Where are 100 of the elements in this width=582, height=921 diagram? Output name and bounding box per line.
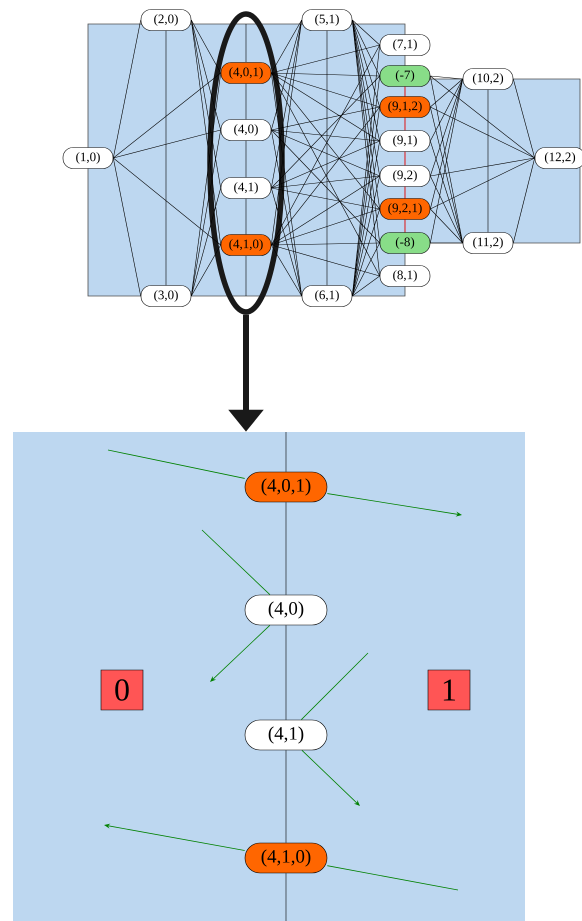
edge-line: [352, 208, 380, 296]
state-node: (12,2): [534, 147, 582, 169]
selection-ellipse: [207, 11, 285, 315]
state-node: (9,1,2): [380, 96, 430, 118]
edge-line: [271, 244, 380, 276]
edge-line: [513, 158, 535, 244]
state-node: (2,0): [140, 9, 192, 31]
edge-line: [271, 188, 302, 296]
edge-line: [191, 20, 221, 74]
edge-line: [271, 244, 302, 296]
edge-line: [513, 78, 535, 158]
edge-line: [404, 86, 406, 97]
arrow: [302, 750, 360, 806]
edge-line: [271, 20, 302, 74]
edge-line: [430, 176, 463, 244]
edge-line: [430, 242, 463, 244]
edge-line: [271, 106, 380, 246]
edge-line: [271, 76, 380, 188]
edge-line: [271, 20, 302, 188]
edge-line: [191, 20, 221, 130]
edge-line: [113, 158, 221, 246]
edge-line: [271, 20, 302, 246]
edge-line: [271, 72, 302, 296]
side-label-box: 0: [100, 670, 144, 710]
edge-line: [404, 117, 406, 131]
edge-line: [202, 530, 270, 596]
state-node: (9,2,1): [380, 198, 430, 220]
edge-line: [191, 188, 221, 296]
state-node: (7,1): [380, 34, 430, 56]
edge-line: [352, 20, 380, 176]
edge-line: [271, 44, 380, 74]
edge-line: [271, 130, 380, 244]
state-node: (-8): [380, 232, 430, 254]
edge-line: [271, 176, 380, 188]
edge-line: [271, 72, 380, 210]
edge-line: [352, 20, 380, 46]
edge-line: [430, 78, 463, 108]
state-node: (4,1): [244, 720, 328, 750]
state-node: (4,0): [244, 594, 328, 626]
state-node: (4,1,0): [244, 842, 328, 874]
state-node: (5,1): [302, 9, 352, 31]
state-node: (1,0): [62, 147, 114, 169]
edge-line: [326, 865, 458, 890]
edge-line: [430, 78, 463, 210]
edge-line: [271, 208, 380, 246]
state-node: (-7): [380, 65, 430, 87]
edge-line: [430, 78, 463, 142]
edge-line: [271, 72, 380, 142]
edge-line: [430, 78, 463, 176]
edge-line: [271, 44, 380, 246]
edge-line: [430, 106, 463, 244]
edge-line: [352, 242, 380, 296]
edge-line: [113, 20, 141, 158]
edge-line: [108, 450, 246, 479]
edge-line: [430, 158, 535, 210]
edge-line: [430, 158, 535, 176]
edge-line: [271, 72, 380, 276]
edge-line: [271, 140, 380, 188]
edge-line: [191, 130, 221, 296]
side-label-box: 1: [428, 670, 470, 710]
edge-line: [352, 276, 380, 296]
state-node: (4,1): [220, 177, 272, 199]
edge-line: [271, 130, 302, 296]
state-node: (3,0): [140, 285, 192, 307]
edge-line: [300, 652, 368, 720]
state-node: (8,1): [380, 265, 430, 287]
state-node: (6,1): [302, 285, 352, 307]
edge-line: [271, 106, 380, 130]
edge-line: [404, 186, 406, 199]
edge-line: [113, 72, 221, 158]
edge-line: [113, 158, 141, 296]
arrow: [210, 624, 270, 682]
state-node: (10,2): [462, 68, 514, 90]
edge-line: [271, 20, 302, 130]
edge-line: [271, 72, 380, 76]
state-node: (4,0): [220, 119, 272, 141]
edge-line: [352, 20, 380, 108]
edge-line: [430, 106, 535, 158]
edge-line: [430, 76, 463, 80]
state-node: (4,0,1): [220, 62, 272, 84]
edge-line: [191, 72, 221, 296]
edge-line: [113, 130, 221, 158]
edge-line: [430, 208, 463, 244]
edge-line: [352, 176, 380, 296]
edge-line: [271, 188, 380, 210]
edge-line: [271, 242, 380, 246]
state-node: (11,2): [462, 232, 514, 254]
edge-line: [271, 72, 380, 108]
edge-line: [326, 30, 328, 286]
edge-line: [352, 20, 380, 76]
edge-line: [191, 20, 221, 246]
edge-line: [430, 140, 463, 244]
edge-line: [271, 130, 380, 142]
state-node: (4,0,1): [244, 472, 328, 502]
zoom-panel: [13, 432, 525, 921]
edge-line: [404, 151, 406, 166]
state-node: (9,1): [380, 130, 430, 152]
state-node: (4,1,0): [220, 234, 272, 256]
edge-line: [430, 76, 535, 158]
edge-line: [191, 20, 221, 188]
